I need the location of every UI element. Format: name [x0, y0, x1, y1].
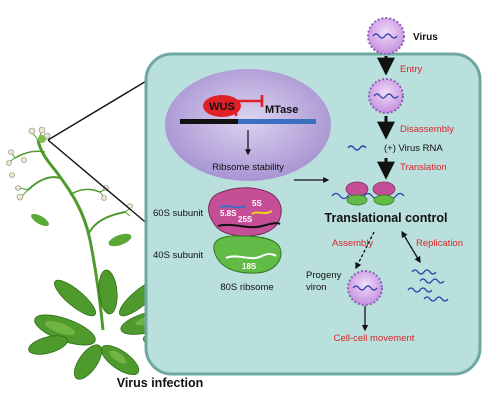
rrna-25s [217, 222, 281, 229]
rrna-25s-label: 25S [238, 215, 253, 224]
virus-particle-outside [367, 17, 405, 55]
viron-label: viron [306, 282, 327, 293]
rrna-5s [251, 210, 273, 215]
plant-leaf [31, 213, 49, 227]
ribosome-stability-label: Ribsome stability [212, 162, 284, 173]
translating-ribosome [345, 181, 369, 206]
wus-protein [203, 95, 241, 117]
assembly-label: Assembly [332, 238, 373, 249]
plant-flowers [6, 126, 133, 209]
ribosome-small-subunit [213, 235, 282, 274]
plant-branch [69, 188, 101, 196]
entry-label: Entry [400, 64, 422, 75]
nucleus-body [165, 69, 331, 181]
rrna-58s [219, 205, 247, 209]
plant-stem [36, 139, 105, 331]
disassembly-label: Disassembly [400, 124, 454, 135]
replicated-rnas [407, 269, 449, 302]
nucleus: WUS MTase [165, 69, 331, 181]
rrna-18s-label: 18S [242, 262, 257, 271]
subunit-40s-label: 40S subunit [153, 250, 204, 261]
repression-symbol [234, 95, 264, 116]
plant-leaf [108, 233, 132, 247]
virus-infection-label: Virus infection [117, 376, 204, 390]
cell-cell-movement-label: Cell-cell movement [334, 333, 415, 344]
progeny-virion [347, 270, 383, 306]
mtase-gene-bar [238, 119, 316, 124]
virus-rna-label: (+) Virus RNA [384, 143, 443, 154]
ribosome-80s-label: 80S ribsome [220, 282, 273, 293]
translational-control-label: Translational control [325, 211, 448, 225]
translation-label: Translation [400, 162, 447, 173]
plant-buds [8, 130, 132, 217]
arrow-assembly [355, 231, 375, 270]
polysome [331, 181, 405, 206]
mtase-label: MTase [265, 104, 298, 116]
rrna-18s [225, 253, 277, 260]
zoom-line-bottom [47, 139, 151, 227]
subunit-60s-label: 60S subunit [153, 208, 204, 219]
virus-label: Virus [413, 32, 438, 43]
progeny-label: Progeny [306, 270, 342, 281]
virus-particle-inside [368, 78, 404, 114]
zoom-line-top [47, 79, 149, 141]
dna-strand [180, 119, 238, 124]
plant-bud-highlight [38, 135, 46, 143]
arrow-replication-back [401, 230, 421, 263]
wus-label: WUS [209, 101, 235, 113]
ribosome-80s: 5.8S 5S 25S 18S [208, 187, 282, 274]
virus-rna-strand [347, 145, 367, 151]
plant-branch [14, 150, 46, 159]
rrna-5s-label: 5S [252, 199, 262, 208]
rrna-58s-label: 5.8S [220, 209, 237, 218]
translating-ribosome [372, 181, 396, 206]
replication-label: Replication [416, 238, 463, 249]
plant-branch [27, 176, 61, 191]
plant-branch [87, 211, 126, 236]
